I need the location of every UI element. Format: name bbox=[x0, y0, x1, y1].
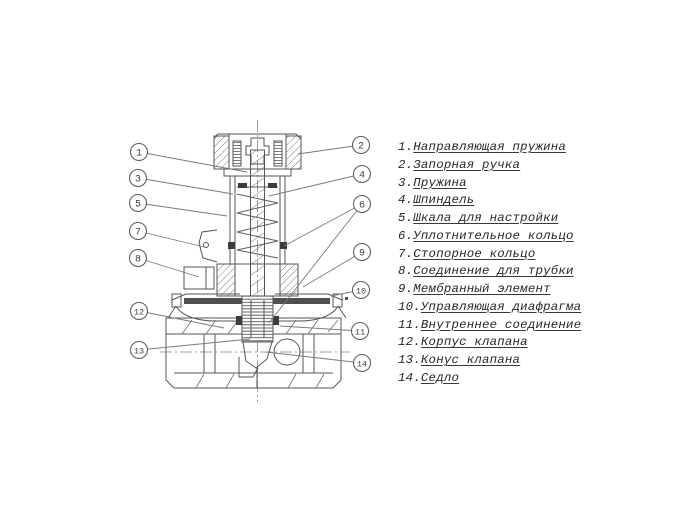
legend-item-label: Запорная ручка bbox=[413, 157, 521, 172]
callout-bubble bbox=[129, 301, 149, 321]
legend-item-number: 7. bbox=[398, 246, 414, 261]
callout-leader-line bbox=[297, 144, 362, 155]
callout-leader-line bbox=[138, 338, 251, 351]
callout-number: 7 bbox=[135, 227, 141, 238]
legend-item-label: Конус клапана bbox=[420, 353, 521, 367]
legend-item-number: 14. bbox=[398, 370, 421, 385]
callout-leader-line bbox=[268, 203, 363, 324]
legend-item: 11.Внутреннее соединение bbox=[398, 317, 581, 335]
callout-leader-line bbox=[137, 202, 228, 217]
callout-leader-line bbox=[265, 351, 363, 364]
legend-item-number: 9. bbox=[398, 282, 414, 296]
legend-item-label: Шпиндель bbox=[413, 193, 475, 208]
callout-number: 1 bbox=[136, 148, 142, 159]
valve-body bbox=[165, 317, 342, 389]
legend-item-label: Корпус клапана bbox=[420, 335, 528, 350]
legend-item: 9.Мембранный элемент bbox=[398, 281, 581, 299]
legend-item-number: 5. bbox=[398, 211, 414, 225]
legend-item: 14.Седло bbox=[398, 370, 581, 388]
callout-leader-line bbox=[137, 257, 200, 278]
callout-number: 5 bbox=[135, 199, 141, 210]
legend-item-number: 2. bbox=[398, 157, 414, 172]
stopper-bracket bbox=[198, 229, 218, 263]
legend-item-label: Внутреннее соединение bbox=[420, 317, 582, 332]
legend-item: 4.Шпиндель bbox=[398, 192, 581, 210]
legend-item: 7.Стопорное кольцо bbox=[398, 246, 581, 264]
legend-item-number: 4. bbox=[398, 193, 414, 208]
callout-leader-line bbox=[279, 325, 361, 332]
legend-item-number: 13. bbox=[398, 353, 421, 367]
legend-item-number: 8. bbox=[398, 264, 414, 279]
legend-item: 13.Конус клапана bbox=[398, 352, 581, 370]
body-shading bbox=[181, 319, 339, 389]
callout-bubble bbox=[128, 248, 148, 268]
legend-item-label: Уплотнительное кольцо bbox=[413, 228, 574, 243]
callout-bubble bbox=[350, 321, 370, 341]
legend-item: 2.Запорная ручка bbox=[398, 157, 581, 175]
callout-bubble bbox=[352, 164, 372, 184]
legend-item-label: Направляющая пружина bbox=[413, 140, 566, 154]
legend-item: 1.Направляющая пружина bbox=[398, 139, 581, 157]
callout-bubble bbox=[351, 135, 371, 155]
valve-cone-assembly bbox=[236, 295, 301, 388]
callout-bubble bbox=[352, 353, 372, 373]
callout-number: 13 bbox=[134, 346, 144, 356]
callout-leaders-layer bbox=[137, 144, 363, 364]
legend-item: 12.Корпус клапана bbox=[398, 334, 581, 352]
callout-number: 14 bbox=[357, 359, 367, 369]
legend-item-number: 6. bbox=[398, 228, 414, 243]
callout-leader-line bbox=[138, 151, 248, 173]
legend-item-number: 11. bbox=[398, 317, 421, 332]
legend-item-label: Мембранный элемент bbox=[413, 282, 551, 296]
valve-cap bbox=[213, 133, 302, 177]
callout-number: 12 bbox=[134, 307, 144, 317]
callout-bubble bbox=[352, 194, 372, 214]
legend-item: 10.Управляющая диафрагма bbox=[398, 299, 581, 317]
callout-bubble bbox=[128, 168, 148, 188]
legend-item: 6.Уплотнительное кольцо bbox=[398, 228, 581, 246]
valve-bonnet bbox=[216, 176, 299, 297]
callout-leader-line bbox=[138, 310, 225, 329]
callout-number: 11 bbox=[355, 327, 365, 337]
legend-item: 3.Пружина bbox=[398, 175, 581, 193]
legend-item-number: 1. bbox=[398, 140, 414, 154]
callout-bubble bbox=[129, 142, 149, 162]
callout-number: 8 bbox=[135, 254, 141, 265]
callout-number: 4 bbox=[359, 170, 365, 181]
legend-item-number: 3. bbox=[398, 175, 414, 190]
callout-leader-line bbox=[268, 173, 363, 197]
legend-item-label: Шкала для настройки bbox=[413, 211, 559, 225]
legend-item-label: Управляющая диафрагма bbox=[420, 299, 582, 314]
valve-spindle bbox=[250, 149, 265, 297]
tube-fitting bbox=[183, 266, 215, 290]
callout-bubble bbox=[128, 221, 148, 241]
callout-bubble bbox=[351, 280, 371, 300]
legend-item: 5.Шкала для настройки bbox=[398, 210, 581, 228]
legend-item-label: Стопорное кольцо bbox=[413, 246, 536, 261]
callout-bubble bbox=[352, 242, 372, 262]
callout-number: 9 bbox=[359, 248, 365, 259]
callout-leader-line bbox=[302, 251, 363, 288]
callout-number: 2 bbox=[358, 141, 364, 152]
callout-number: 6 bbox=[359, 200, 365, 211]
legend-item-number: 10. bbox=[398, 299, 421, 314]
valve-drawing bbox=[165, 133, 348, 389]
callout-bubble bbox=[128, 193, 148, 213]
legend-item-label: Пружина bbox=[413, 175, 467, 190]
callout-number: 10 bbox=[356, 286, 366, 296]
callout-leader-line bbox=[283, 203, 363, 247]
legend-item-label: Седло bbox=[420, 370, 460, 385]
legend-item: 8.Соединение для трубки bbox=[398, 263, 581, 281]
callout-leader-line bbox=[137, 177, 234, 195]
callout-bubble bbox=[129, 340, 149, 360]
callout-number: 3 bbox=[135, 174, 141, 185]
callout-leader-line bbox=[137, 230, 205, 248]
legend-item-label: Соединение для трубки bbox=[413, 264, 574, 279]
legend-item-number: 12. bbox=[398, 335, 421, 350]
